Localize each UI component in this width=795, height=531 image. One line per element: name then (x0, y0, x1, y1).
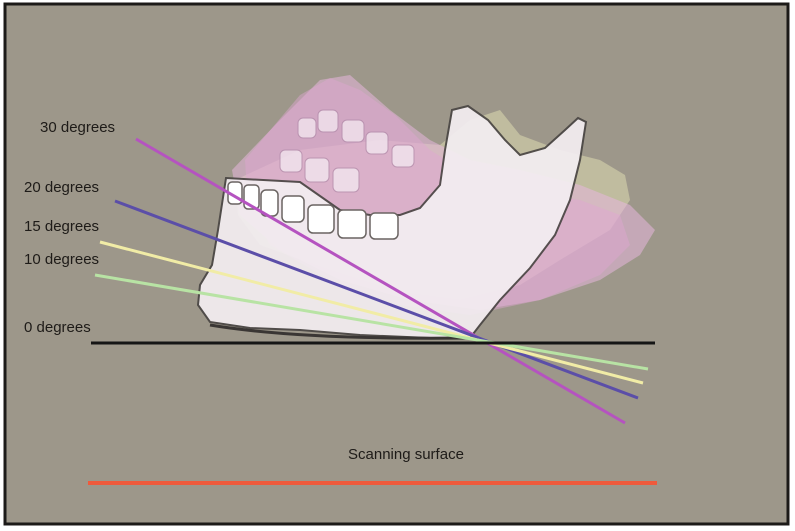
label-0-degrees: 0 degrees (24, 320, 91, 335)
label-15-degrees: 15 degrees (24, 219, 99, 234)
label-30-degrees: 30 degrees (40, 120, 115, 135)
label-20-degrees: 20 degrees (24, 180, 99, 195)
scanning-surface-label: Scanning surface (348, 447, 464, 462)
label-10-degrees: 10 degrees (24, 252, 99, 267)
